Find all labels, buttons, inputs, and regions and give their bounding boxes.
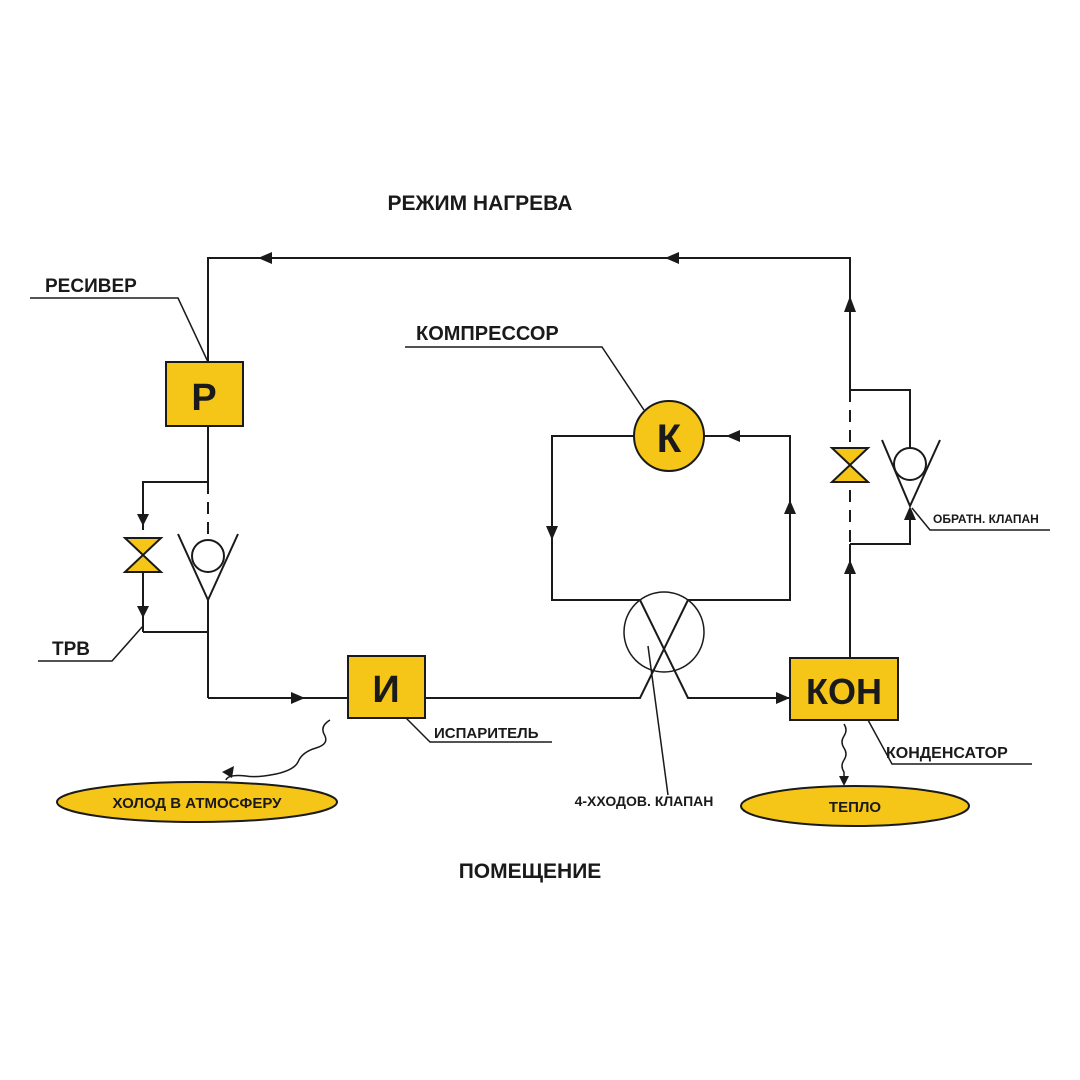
evaporator-symbol: И: [372, 669, 399, 711]
condenser-leader: [867, 719, 1032, 765]
flow-arrow-left-1: [258, 252, 272, 264]
check-valve-leader: [911, 507, 1050, 531]
trv-valve-bottom: [122, 553, 164, 573]
trv-bypass-bottom: [143, 631, 209, 698]
evaporator-label: ИСПАРИТЕЛЬ: [434, 725, 539, 742]
flow-arrow-down-trv-2: [137, 606, 149, 618]
four-way-valve-leader: [647, 645, 669, 796]
compressor-right-pipe: [688, 435, 791, 601]
flow-arrow-left-comp: [726, 430, 740, 442]
compressor-symbol: К: [657, 417, 682, 461]
receiver-leader: [30, 297, 209, 363]
right-valve-bottom: [829, 463, 871, 483]
cold-output-label: ХОЛОД В АТМОСФЕРУ: [113, 795, 283, 812]
trv-leader: [38, 625, 144, 662]
condenser-label: КОНДЕНСАТОР: [886, 745, 1008, 762]
trv-valve-top: [122, 537, 164, 557]
right-check-valve-v: [881, 439, 941, 509]
check-valve-label: ОБРАТН. КЛАПАН: [933, 512, 1039, 526]
check-bypass-top: [850, 389, 911, 450]
right-valve-top: [829, 447, 871, 467]
top-pipe: [207, 257, 851, 390]
flow-arrow-up-comp: [784, 500, 796, 514]
right-check-valve-ball: [893, 447, 927, 481]
trv-label: ТРВ: [52, 639, 90, 660]
receiver-box: [165, 361, 244, 427]
flow-arrow-left-2: [665, 252, 679, 264]
heat-wave: [841, 723, 847, 778]
heat-output-ellipse: [740, 785, 970, 827]
cold-wave: [225, 719, 331, 781]
trv-bypass-top: [142, 481, 208, 530]
compressor-circle: [633, 400, 705, 472]
compressor-leader: [405, 346, 645, 411]
flow-arrow-down-trv-1: [137, 514, 149, 526]
receiver-symbol: Р: [191, 377, 216, 419]
footer-label: ПОМЕЩЕНИЕ: [459, 860, 602, 883]
receiver-label: РЕСИВЕР: [45, 276, 137, 297]
cold-output-ellipse: [56, 781, 338, 823]
flow-arrow-right-cond: [776, 692, 790, 704]
condenser-inlet-pipe: [639, 599, 790, 699]
condenser-symbol: КОН: [806, 671, 882, 712]
flow-arrow-up-check: [904, 506, 916, 520]
flow-arrow-up-2: [844, 560, 856, 574]
check-bypass-bottom: [850, 510, 911, 545]
cold-wave-arrowhead: [222, 766, 234, 778]
four-way-valve-label: 4-ХХОДОВ. КЛАПАН: [575, 793, 714, 809]
evaporator-leader: [405, 717, 552, 743]
diagram-title: РЕЖИМ НАГРЕВА: [388, 192, 573, 215]
flow-arrow-right-evap: [291, 692, 305, 704]
flow-arrow-up-1: [844, 296, 856, 312]
heat-output-label: ТЕПЛО: [829, 799, 881, 816]
condenser-box: [789, 657, 899, 721]
evaporator-outlet-pipe: [425, 599, 689, 699]
heat-wave-arrowhead: [839, 776, 849, 786]
four-way-valve: [623, 591, 705, 673]
left-check-valve-ball: [191, 539, 225, 573]
flow-arrow-down-comp: [546, 526, 558, 540]
compressor-left-pipe: [551, 435, 640, 601]
evaporator-box: [347, 655, 426, 719]
compressor-label: КОМПРЕССОР: [416, 323, 559, 345]
